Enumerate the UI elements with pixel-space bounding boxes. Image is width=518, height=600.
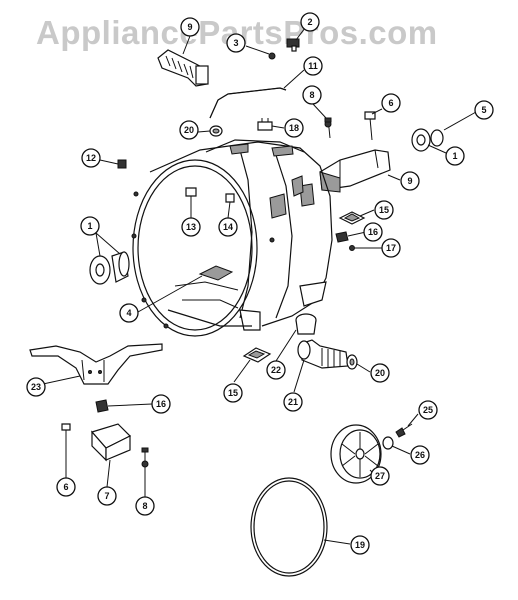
- svg-text:27: 27: [375, 471, 385, 481]
- part-clip-16a: [335, 231, 349, 243]
- svg-text:12: 12: [86, 153, 96, 163]
- part-bolt-25: [395, 423, 413, 438]
- svg-text:11: 11: [308, 61, 318, 71]
- callout-14: 14: [218, 217, 238, 237]
- callout-25: 25: [418, 400, 438, 420]
- callout-15-top: 15: [374, 200, 394, 220]
- svg-text:6: 6: [63, 482, 68, 492]
- svg-text:8: 8: [309, 90, 314, 100]
- part-clip-16b: [95, 399, 109, 413]
- svg-text:21: 21: [288, 397, 298, 407]
- part-connector-22: [295, 313, 317, 335]
- part-clip-14: [225, 193, 235, 203]
- part-screw-3: [268, 52, 276, 60]
- callout-16-top: 16: [363, 222, 383, 242]
- svg-text:20: 20: [184, 125, 194, 135]
- svg-text:23: 23: [31, 382, 41, 392]
- part-hose-top: [157, 49, 209, 87]
- callout-16-bottom: 16: [151, 394, 171, 414]
- svg-text:1: 1: [452, 151, 457, 161]
- svg-text:15: 15: [379, 205, 389, 215]
- part-hose-11: [209, 87, 287, 119]
- callout-19: 19: [350, 535, 370, 555]
- part-belt-19: [250, 477, 328, 577]
- part-bracket-2: [286, 38, 300, 52]
- svg-text:9: 9: [407, 176, 412, 186]
- callout-1-top: 1: [445, 146, 465, 166]
- svg-text:15: 15: [228, 388, 238, 398]
- callout-20-top: 20: [179, 120, 199, 140]
- svg-text:16: 16: [156, 399, 166, 409]
- part-clip-13: [185, 187, 197, 204]
- part-bearing-1b: [89, 251, 130, 285]
- part-damper-7: [90, 423, 132, 462]
- svg-text:20: 20: [375, 368, 385, 378]
- callout-18: 18: [284, 118, 304, 138]
- part-bolt-8a: [324, 117, 332, 139]
- part-washer-26: [382, 436, 394, 450]
- callout-9-top: 9: [180, 17, 200, 37]
- part-bolt-6a: [364, 111, 376, 141]
- callout-4: 4: [119, 303, 139, 323]
- callout-21: 21: [283, 392, 303, 412]
- callout-3: 3: [226, 33, 246, 53]
- callout-6-top: 6: [381, 93, 401, 113]
- svg-text:5: 5: [481, 105, 486, 115]
- part-screw-17: [349, 245, 355, 251]
- part-grommet-20a: [209, 125, 223, 137]
- callout-12: 12: [81, 148, 101, 168]
- svg-text:13: 13: [186, 222, 196, 232]
- part-counterweight-9: [319, 149, 391, 193]
- svg-text:9: 9: [187, 22, 192, 32]
- part-grommet-20b: [346, 354, 358, 370]
- part-bolt-8b: [141, 447, 149, 480]
- callout-20-bottom: 20: [370, 363, 390, 383]
- part-bolt-6b: [61, 423, 71, 460]
- part-clip-18: [257, 118, 273, 131]
- svg-text:3: 3: [233, 38, 238, 48]
- part-tub-shell: [131, 139, 333, 337]
- callout-5: 5: [474, 100, 494, 120]
- callout-11: 11: [303, 56, 323, 76]
- callout-22: 22: [266, 360, 286, 380]
- callout-13: 13: [181, 217, 201, 237]
- callout-15-bottom: 15: [223, 383, 243, 403]
- callout-8-bottom: 8: [135, 496, 155, 516]
- svg-text:2: 2: [307, 17, 312, 27]
- svg-text:1: 1: [87, 221, 92, 231]
- callout-1-left: 1: [80, 216, 100, 236]
- part-drain-hose-21: [297, 339, 349, 369]
- svg-text:4: 4: [126, 308, 131, 318]
- svg-text:18: 18: [289, 123, 299, 133]
- svg-text:19: 19: [355, 540, 365, 550]
- leader-lines: [42, 27, 477, 545]
- part-bearing-1a: [411, 128, 431, 152]
- part-pad-4: [198, 265, 234, 281]
- callout-9-right: 9: [400, 171, 420, 191]
- part-ring-5: [430, 129, 444, 147]
- svg-text:17: 17: [386, 243, 396, 253]
- callout-26: 26: [410, 445, 430, 465]
- part-pulley-27: [330, 424, 382, 484]
- callout-2: 2: [300, 12, 320, 32]
- svg-text:22: 22: [271, 365, 281, 375]
- part-bracket-23: [29, 343, 163, 385]
- svg-text:6: 6: [388, 98, 393, 108]
- callout-7: 7: [97, 486, 117, 506]
- svg-text:14: 14: [223, 222, 233, 232]
- part-clip-12: [117, 159, 127, 169]
- svg-text:16: 16: [368, 227, 378, 237]
- part-pad-15b: [242, 347, 272, 363]
- svg-text:7: 7: [104, 491, 109, 501]
- callout-27: 27: [370, 466, 390, 486]
- callout-23: 23: [26, 377, 46, 397]
- svg-text:8: 8: [142, 501, 147, 511]
- callout-8-top: 8: [302, 85, 322, 105]
- callout-17: 17: [381, 238, 401, 258]
- callout-6-bottom: 6: [56, 477, 76, 497]
- svg-text:25: 25: [423, 405, 433, 415]
- svg-text:26: 26: [415, 450, 425, 460]
- part-pad-15a: [338, 211, 366, 225]
